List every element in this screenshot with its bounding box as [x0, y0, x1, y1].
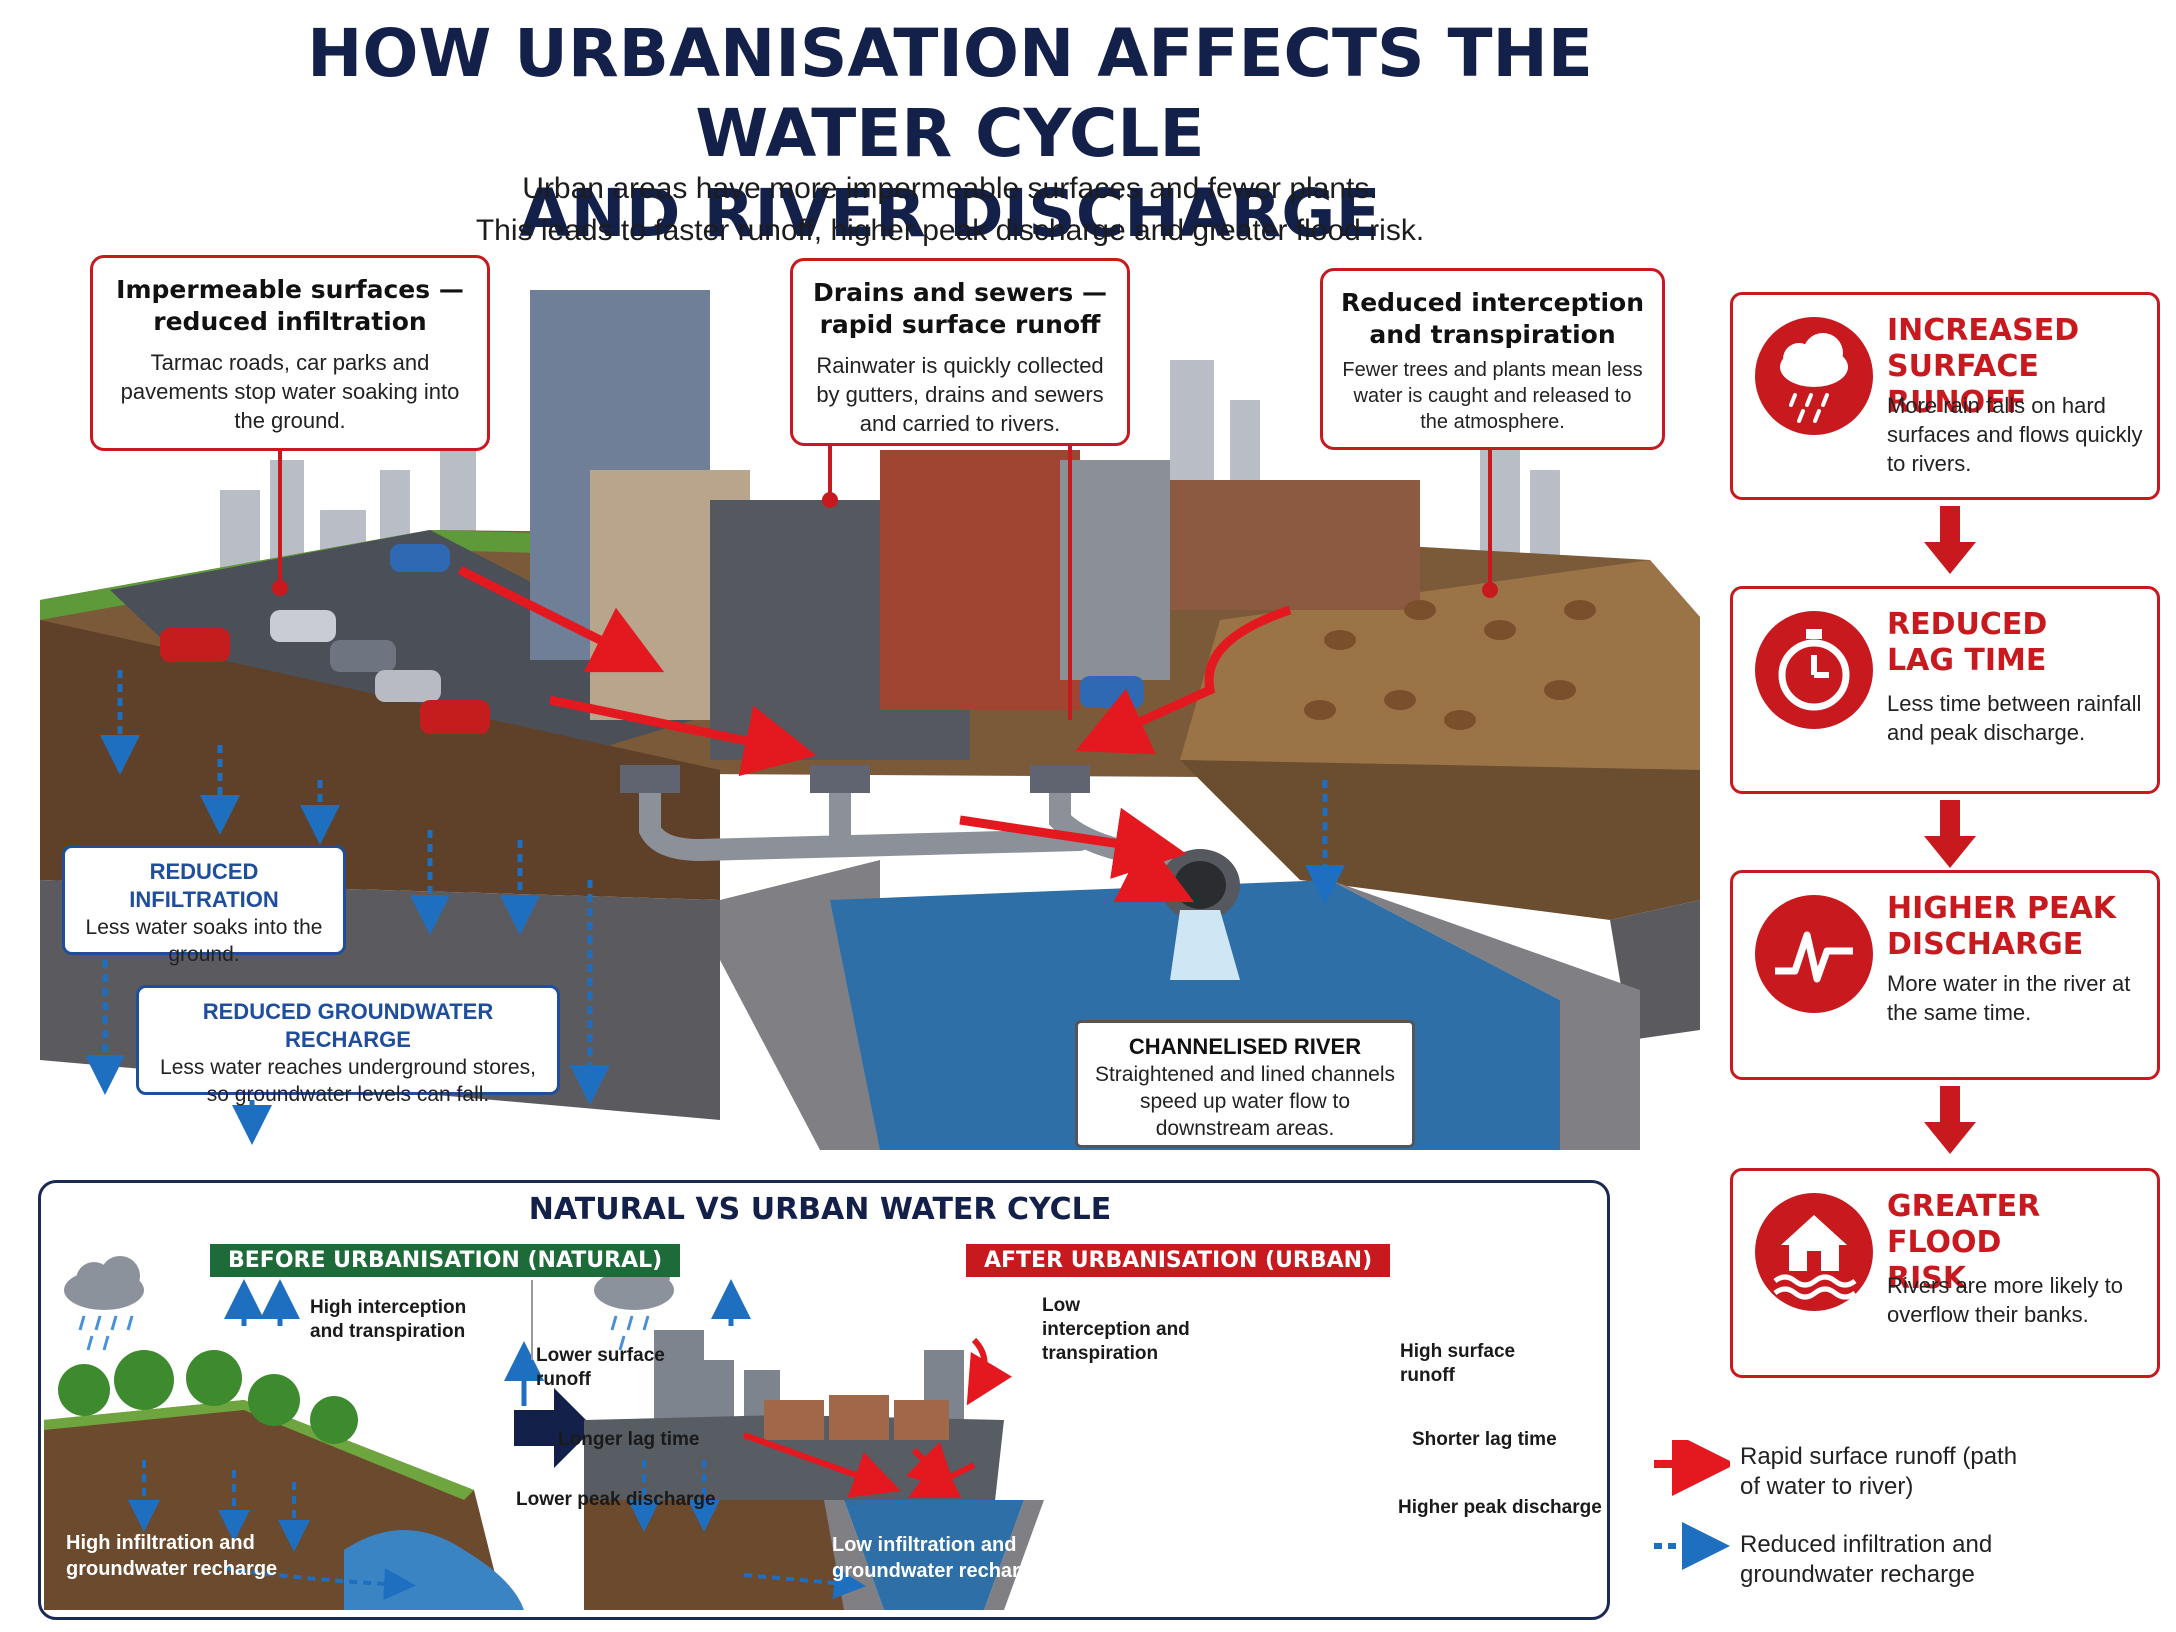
flow-body: More rain falls on hard surfaces and flo… — [1887, 393, 2143, 476]
after-interception-label: Low interception and transpiration — [1042, 1295, 1190, 1364]
tree-stumps — [1304, 600, 1596, 730]
flow-heading: GREATER FLOOD RISK — [1887, 1189, 2041, 1296]
flow-step-flood-risk: GREATER FLOOD RISK Rivers are more likel… — [1730, 1168, 2160, 1378]
callout-impermeable-surfaces: Impermeable surfaces — reduced infiltrat… — [90, 255, 490, 451]
after-runoff-label: High surface runoff — [1400, 1341, 1516, 1386]
buildings — [530, 290, 1420, 760]
flow-step-reduced-lag: REDUCED LAG TIME Less time between rainf… — [1730, 586, 2160, 794]
callout-drains-sewers: Drains and sewers — rapid surface runoff… — [790, 258, 1130, 446]
transition-arrow — [514, 1388, 594, 1468]
after-peak-label: Higher peak discharge — [1398, 1497, 1602, 1518]
box-heading: REDUCED GROUNDWATER RECHARGE — [202, 999, 494, 1052]
box-body: Less water reaches underground stores, s… — [160, 1056, 536, 1106]
cars — [160, 544, 1144, 734]
natural-cloud — [64, 1256, 144, 1310]
comparison-title: NATURAL VS URBAN WATER CYCLE — [528, 1192, 1112, 1227]
urban-channel — [844, 1500, 1024, 1610]
page-title: HOW URBANISATION AFFECTS THE WATER CYCLE… — [180, 14, 1720, 254]
callout-reduced-interception: Reduced interception and transpiration F… — [1320, 268, 1665, 450]
before-infiltration-label: High infiltration and groundwater rechar… — [66, 1532, 278, 1580]
title-line-2: AND RIVER DISCHARGE — [519, 175, 1381, 252]
down-arrow-1 — [1924, 506, 1976, 574]
legend-runoff-label: Rapid surface runoff (path of water to r… — [1740, 1443, 2018, 1500]
callout-body: Fewer trees and plants mean less water i… — [1342, 359, 1643, 433]
flow-heading: HIGHER PEAK DISCHARGE — [1887, 891, 2116, 962]
flow-body: More water in the river at the same time… — [1887, 971, 2131, 1025]
urban-cross-section-illustration — [40, 290, 1700, 1150]
legend-infiltration-label: Reduced infiltration and groundwater rec… — [1740, 1531, 1993, 1588]
flooded-house-icon — [1755, 1193, 1873, 1311]
subtitle-line-2: This leads to faster runoff, higher peak… — [475, 214, 1425, 247]
down-arrow-2 — [1924, 800, 1976, 868]
flow-heading: INCREASED SURFACE RUNOFF — [1887, 313, 2080, 420]
before-urbanisation-tag: BEFORE URBANISATION (NATURAL) — [210, 1244, 681, 1277]
outfall-waterfall — [1170, 910, 1240, 980]
flow-step-increased-runoff: INCREASED SURFACE RUNOFF More rain falls… — [1730, 292, 2160, 500]
reduced-infiltration-box: REDUCED INFILTRATION Less water soaks in… — [62, 845, 346, 966]
after-urbanisation-tag: AFTER URBANISATION (URBAN) — [966, 1244, 1391, 1277]
channel-wall-right — [1330, 880, 1640, 1150]
callout-body: Rainwater is quickly collected by gutter… — [816, 353, 1104, 436]
drain-grate-3 — [1030, 765, 1090, 793]
callout-body: Tarmac roads, car parks and pavements st… — [120, 350, 460, 433]
before-peak-label: Lower peak discharge — [516, 1489, 716, 1510]
drain-grate-1 — [620, 765, 680, 793]
flow-heading: REDUCED LAG TIME — [1887, 607, 2048, 678]
callout-heading: Drains and sewers — rapid surface runoff — [813, 278, 1107, 339]
drain-grate-2 — [810, 765, 870, 793]
after-lag-label: Shorter lag time — [1412, 1429, 1557, 1450]
callout-pointers — [272, 446, 1498, 720]
legend-swatches — [1654, 1440, 1730, 1570]
comparison-illustration — [44, 1256, 1044, 1610]
hydrograph-peak-icon — [1755, 895, 1873, 1013]
box-body: Less water soaks into the ground. — [85, 916, 323, 966]
flow-body: Rivers are more likely to overflow their… — [1887, 1273, 2123, 1327]
callout-heading: Reduced interception and transpiration — [1340, 288, 1645, 349]
urban-houses — [764, 1395, 949, 1440]
subtitle: Urban areas have more impermeable surfac… — [380, 168, 1520, 252]
before-runoff-label: Lower surface runoff — [536, 1345, 665, 1390]
stopwatch-icon — [1755, 611, 1873, 729]
after-infiltration-label: Low infiltration and groundwater recharg… — [832, 1534, 1044, 1582]
box-heading: CHANNELISED RIVER — [1128, 1034, 1362, 1059]
natural-river — [344, 1530, 524, 1610]
reduced-groundwater-recharge-box: REDUCED GROUNDWATER RECHARGE Less water … — [136, 985, 560, 1106]
down-arrow-3 — [1924, 1086, 1976, 1154]
title-line-1: HOW URBANISATION AFFECTS THE WATER CYCLE — [307, 15, 1593, 172]
flow-body: Less time between rainfall and peak disc… — [1887, 691, 2142, 745]
subtitle-line-1: Urban areas have more impermeable surfac… — [522, 172, 1378, 205]
infiltration-arrows — [85, 670, 1345, 1145]
rain-cloud-icon — [1755, 317, 1873, 435]
flow-step-higher-peak: HIGHER PEAK DISCHARGE More water in the … — [1730, 870, 2160, 1080]
drain-pipes — [639, 779, 1231, 891]
runoff-arrows — [457, 565, 1292, 903]
callout-heading: Impermeable surfaces — reduced infiltrat… — [116, 275, 464, 336]
box-body: Straightened and lined channels speed up… — [1094, 1063, 1396, 1140]
before-lag-label: Longer lag time — [558, 1429, 700, 1450]
natural-trees — [58, 1350, 358, 1444]
channelised-river-box: CHANNELISED RIVER Straightened and lined… — [1075, 1020, 1415, 1148]
box-heading: REDUCED INFILTRATION — [129, 859, 279, 912]
before-interception-label: High interception and transpiration — [310, 1297, 467, 1342]
